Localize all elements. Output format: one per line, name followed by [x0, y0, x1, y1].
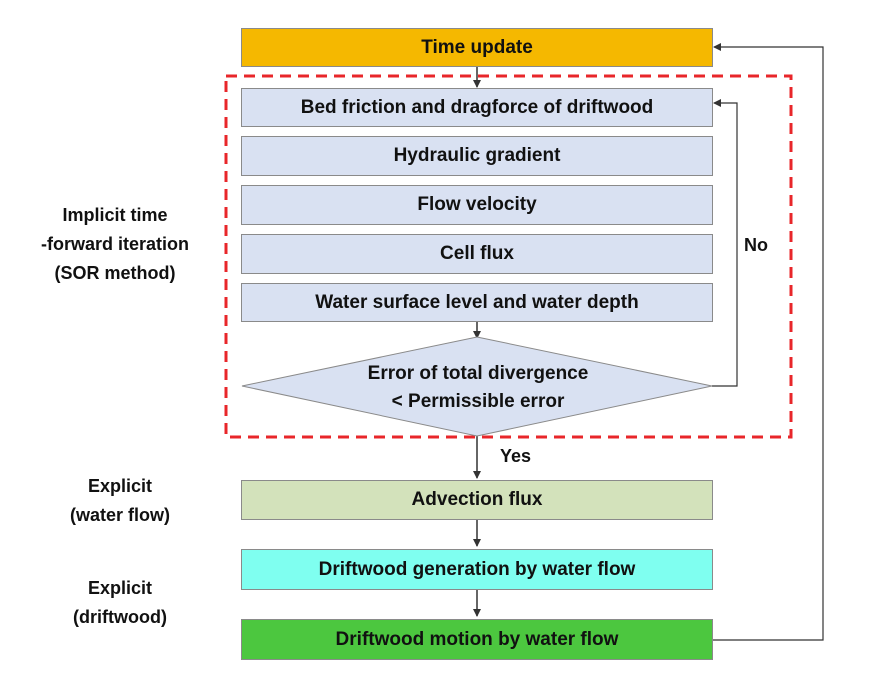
iteration-region-border [224, 74, 793, 439]
decision-line-1: Error of total divergence [367, 363, 589, 384]
driftwood-motion-label: Driftwood motion by water flow [335, 628, 619, 650]
hydraulic-gradient-box: Hydraulic gradient [241, 136, 713, 176]
flow-velocity-label: Flow velocity [417, 194, 537, 215]
explicit-water-line-1: Explicit [87, 476, 153, 496]
implicit-label: Implicit time -forward iteration (SOR me… [10, 201, 220, 288]
implicit-label-line-2: -forward iteration [40, 234, 189, 254]
driftwood-generation-box: Driftwood generation by water flow [241, 549, 713, 590]
explicit-driftwood-line-2: (driftwood) [73, 607, 167, 627]
explicit-driftwood-label: Explicit (driftwood) [40, 574, 200, 632]
explicit-water-line-2: (water flow) [69, 505, 170, 525]
explicit-water-label: Explicit (water flow) [40, 472, 200, 530]
time-update-label: Time update [421, 36, 533, 58]
driftwood-generation-label: Driftwood generation by water flow [318, 558, 636, 580]
decision-text: Error of total divergence < Permissible … [245, 360, 711, 416]
time-loop-connector [712, 43, 824, 641]
decision-diamond [241, 336, 713, 437]
water-surface-box: Water surface level and water depth [241, 283, 713, 322]
advection-flux-label: Advection flux [411, 489, 543, 510]
decision-line-2: < Permissible error [391, 391, 565, 412]
time-update-box: Time update [241, 28, 713, 67]
hydraulic-gradient-label: Hydraulic gradient [393, 145, 561, 166]
bed-friction-label: Bed friction and dragforce of driftwood [300, 96, 654, 118]
driftwood-motion-box: Driftwood motion by water flow [241, 619, 713, 660]
no-branch-label: No [744, 235, 768, 255]
explicit-driftwood-line-1: Explicit [87, 578, 153, 598]
cell-flux-label: Cell flux [440, 243, 514, 264]
implicit-label-line-1: Implicit time [62, 205, 168, 225]
yes-branch-label: Yes [500, 446, 532, 466]
implicit-label-line-3: (SOR method) [54, 263, 176, 283]
flow-velocity-box: Flow velocity [241, 185, 713, 225]
bed-friction-box: Bed friction and dragforce of driftwood [241, 88, 713, 127]
no-loop-connector [712, 99, 738, 387]
water-surface-label: Water surface level and water depth [315, 291, 639, 313]
advection-flux-box: Advection flux [241, 480, 713, 520]
cell-flux-box: Cell flux [241, 234, 713, 274]
